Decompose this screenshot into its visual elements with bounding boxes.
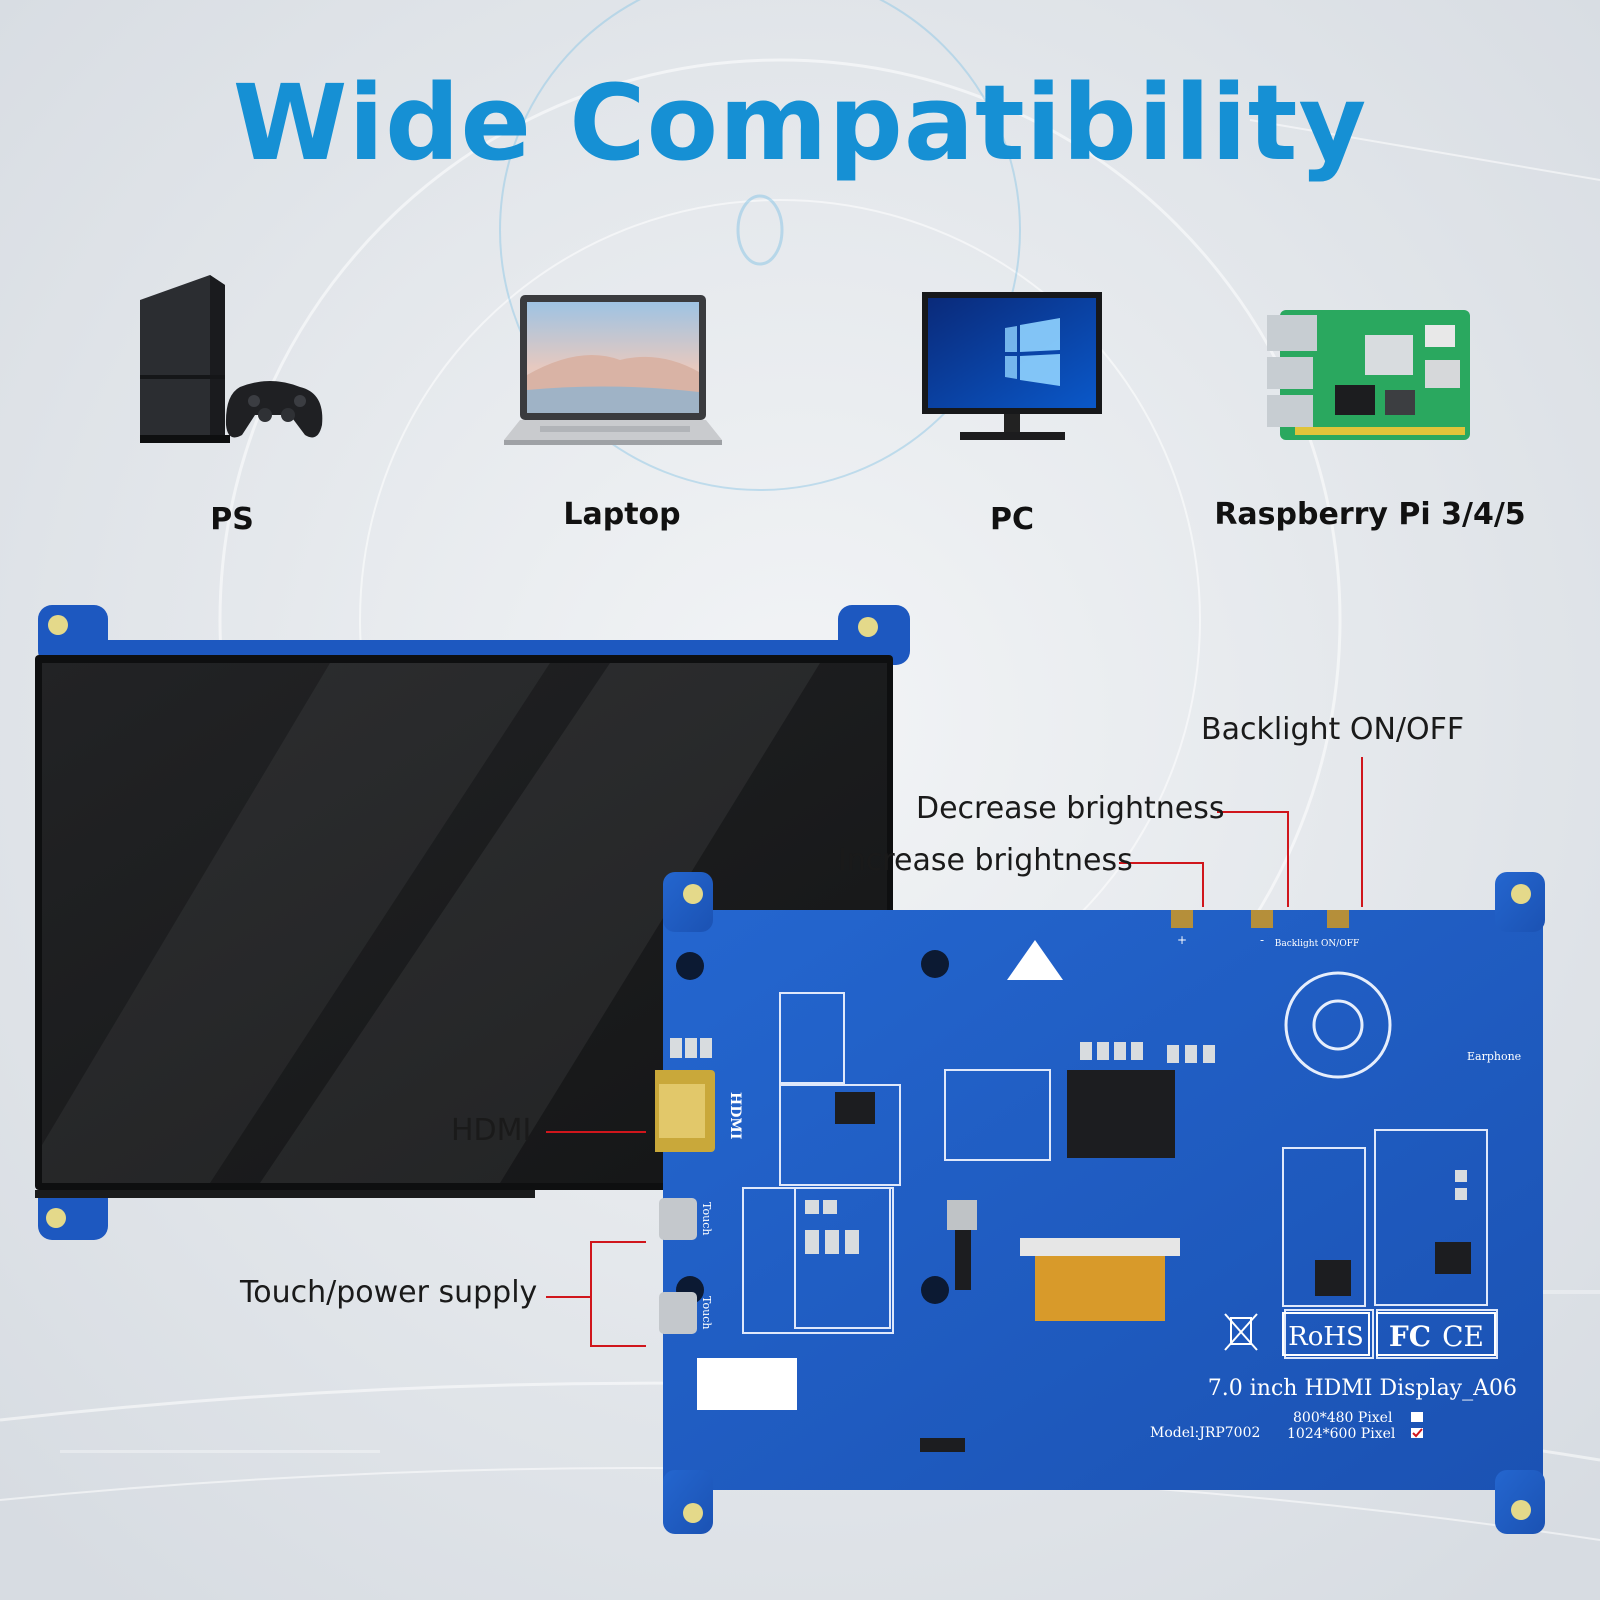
monitor-icon xyxy=(922,292,1102,440)
display-back-pcb-image: Earphone Backlight ON/OFF + - HDMI Touch… xyxy=(655,872,1545,1534)
callout-hdmi: HDMI xyxy=(451,1113,532,1148)
raspberry-pi-board-icon xyxy=(1267,310,1470,440)
callout-line-touch-top xyxy=(590,1241,646,1243)
callout-line-touch-v xyxy=(590,1241,592,1347)
callout-line-increase-v xyxy=(1202,862,1204,907)
callout-line-backlight-v xyxy=(1361,757,1363,907)
laptop-icon xyxy=(504,295,722,445)
page-title: Wide Compatibility xyxy=(232,62,1368,184)
game-console-icon xyxy=(140,275,323,443)
pixel-option-800: 800*480 Pixel xyxy=(1293,1410,1393,1426)
pixel-option-1024: 1024*600 Pixel xyxy=(1287,1426,1396,1442)
board-model-title: 7.0 inch HDMI Display_A06 xyxy=(1208,1376,1517,1401)
callout-decrease-brightness: Decrease brightness xyxy=(916,791,1225,826)
callout-line-touch-h xyxy=(546,1296,592,1298)
minus-silk-label: - xyxy=(1260,933,1264,947)
device-label-raspberry-pi: Raspberry Pi 3/4/5 xyxy=(1214,497,1526,532)
callout-line-touch-bottom xyxy=(590,1345,646,1347)
ce-mark: CE xyxy=(1442,1320,1484,1353)
touch-silk-label-2: Touch xyxy=(700,1296,713,1329)
callout-increase-brightness: Increase brightness xyxy=(838,843,1133,878)
fc-mark: FC xyxy=(1389,1320,1431,1353)
callout-line-hdmi xyxy=(546,1131,646,1133)
hdmi-silk-label: HDMI xyxy=(727,1092,743,1139)
plus-silk-label: + xyxy=(1177,933,1187,947)
backlight-silk-label: Backlight ON/OFF xyxy=(1275,939,1359,949)
weee-bin-icon xyxy=(1224,1313,1258,1351)
callout-line-decrease-v xyxy=(1287,811,1289,907)
callout-backlight: Backlight ON/OFF xyxy=(1201,712,1465,747)
callout-line-decrease-h xyxy=(1217,811,1289,813)
callout-line-increase-h xyxy=(1119,862,1204,864)
device-label-ps: PS xyxy=(210,502,254,537)
device-label-pc: PC xyxy=(989,502,1035,537)
device-label-laptop: Laptop xyxy=(563,497,681,532)
callout-touch-power: Touch/power supply xyxy=(240,1275,538,1310)
earphone-silk-label: Earphone xyxy=(1467,1050,1521,1063)
board-model-number: Model:JRP7002 xyxy=(1150,1425,1260,1441)
rohs-mark: RoHS xyxy=(1288,1322,1364,1352)
touch-silk-label-1: Touch xyxy=(700,1202,713,1235)
